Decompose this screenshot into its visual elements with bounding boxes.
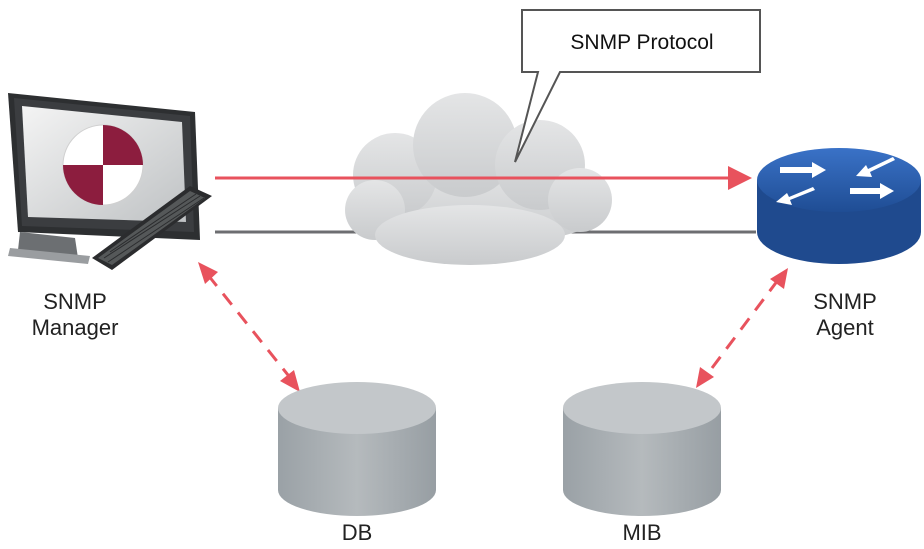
agent-router-icon <box>757 148 921 264</box>
manager-label-line1: SNMP <box>43 289 107 314</box>
network-cloud <box>345 93 612 265</box>
manager-label-line2: Manager <box>31 315 119 340</box>
manager-computer-icon <box>8 93 212 270</box>
mib-cylinder-icon <box>563 382 721 516</box>
protocol-arrowhead <box>728 166 752 190</box>
manager-db-link <box>198 262 300 392</box>
manager-label: SNMP Manager <box>5 289 145 341</box>
agent-label-line1: SNMP <box>813 289 877 314</box>
callout-text: SNMP Protocol <box>570 31 714 54</box>
agent-label-line2: Agent <box>816 315 874 340</box>
db-cylinder-icon <box>278 382 436 516</box>
mib-label: MIB <box>622 520 662 545</box>
db-label: DB <box>341 520 373 545</box>
agent-mib-link <box>696 268 788 388</box>
protocol-callout <box>514 9 761 163</box>
agent-label: SNMP Agent <box>780 289 910 341</box>
logo-icon <box>62 124 144 206</box>
